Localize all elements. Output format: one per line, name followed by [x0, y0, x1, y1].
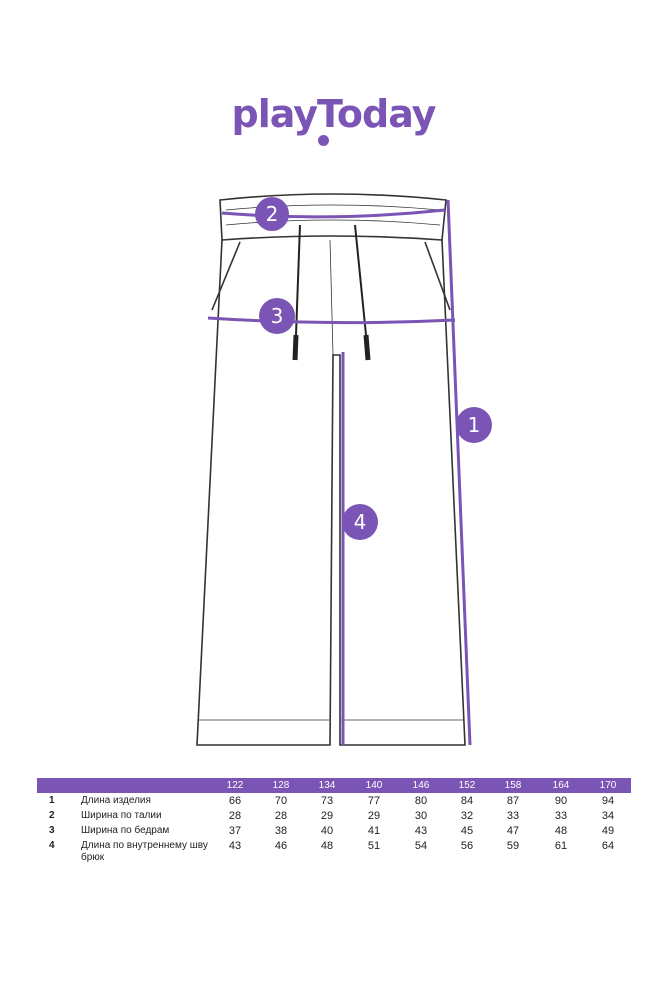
pants-outline: [196, 193, 466, 746]
size-table: 122 128 134 140 146 152 158 164 170 1 Длина издел…: [37, 778, 631, 866]
table-cell: 38: [274, 825, 288, 837]
table-cell: 40: [320, 825, 334, 837]
table-cell: 33: [554, 810, 568, 822]
size-header-cell: 152: [458, 780, 476, 791]
row-label: Ширина по бедрам: [81, 825, 170, 836]
table-cell: 32: [460, 810, 474, 822]
row-number: 4: [49, 840, 55, 851]
table-cell: 90: [554, 795, 568, 807]
table-cell: 51: [367, 840, 381, 852]
table-cell: 48: [554, 825, 568, 837]
size-header-cell: 122: [226, 780, 244, 791]
row-label: Длина по внутреннему шву брюк: [81, 840, 208, 863]
table-cell: 77: [367, 795, 381, 807]
table-row: 1 Длина изделия 66 70 73 77 80 84 87 90 94: [37, 793, 631, 808]
row-number: 2: [49, 810, 55, 821]
logo-dot: [318, 135, 329, 146]
table-cell: 47: [506, 825, 520, 837]
waist-line: [221, 208, 446, 219]
marker-1: [456, 407, 492, 443]
table-cell: 46: [274, 840, 288, 852]
size-header-cell: 128: [272, 780, 290, 791]
marker-1-label: 1: [468, 413, 481, 437]
table-cell: 66: [228, 795, 242, 807]
size-header: 122 128 134 140 146 152 158 164 170: [37, 778, 631, 793]
table-cell: 33: [506, 810, 520, 822]
size-header-cell: 158: [504, 780, 522, 791]
hip-line: [207, 316, 456, 325]
table-cell: 61: [554, 840, 568, 852]
marker-3-label: 3: [271, 304, 284, 328]
marker-3: [259, 298, 295, 334]
size-header-cell: 146: [412, 780, 430, 791]
drawstrings: [292, 224, 371, 361]
length-line: [446, 199, 472, 746]
table-cell: 48: [320, 840, 334, 852]
table-cell: 49: [601, 825, 615, 837]
row-label: Длина изделия: [81, 795, 151, 806]
size-header-cell: 134: [318, 780, 336, 791]
marker-2-label: 2: [266, 202, 279, 226]
table-row: 4 Длина по внутреннему шву брюк 43 46 48 51 54…: [37, 838, 631, 866]
size-header-cell: 170: [599, 780, 617, 791]
table-row: 2 Ширина по талии 28 28 29 29 30 32 33 33 34: [37, 808, 631, 823]
table-cell: 41: [367, 825, 381, 837]
table-cell: 59: [506, 840, 520, 852]
brand-logo: playToday: [231, 92, 437, 136]
table-cell: 43: [228, 840, 242, 852]
table-cell: 87: [506, 795, 520, 807]
table-cell: 64: [601, 840, 615, 852]
size-header-cell: 140: [365, 780, 383, 791]
table-cell: 70: [274, 795, 288, 807]
table-cell: 80: [414, 795, 428, 807]
table-cell: 84: [460, 795, 474, 807]
table-cell: 45: [460, 825, 474, 837]
measure-lines: [207, 199, 472, 746]
table-cell: 37: [228, 825, 242, 837]
measure-markers: [255, 197, 492, 540]
table-cell: 56: [460, 840, 474, 852]
row-number: 3: [49, 825, 55, 836]
table-cell: 34: [601, 810, 615, 822]
row-label: Ширина по талии: [81, 810, 162, 821]
size-header-cell: 164: [552, 780, 570, 791]
marker-4: [342, 504, 378, 540]
table-row: 3 Ширина по бедрам 37 38 40 41 43 45 47 48 49: [37, 823, 631, 838]
table-cell: 29: [367, 810, 381, 822]
table-cell: 73: [320, 795, 334, 807]
table-cell: 94: [601, 795, 615, 807]
table-cell: 30: [414, 810, 428, 822]
table-cell: 28: [228, 810, 242, 822]
marker-4-label: 4: [354, 510, 367, 534]
table-cell: 29: [320, 810, 334, 822]
row-number: 1: [49, 795, 55, 806]
marker-2: [255, 197, 289, 231]
table-cell: 43: [414, 825, 428, 837]
table-cell: 28: [274, 810, 288, 822]
table-cell: 54: [414, 840, 428, 852]
